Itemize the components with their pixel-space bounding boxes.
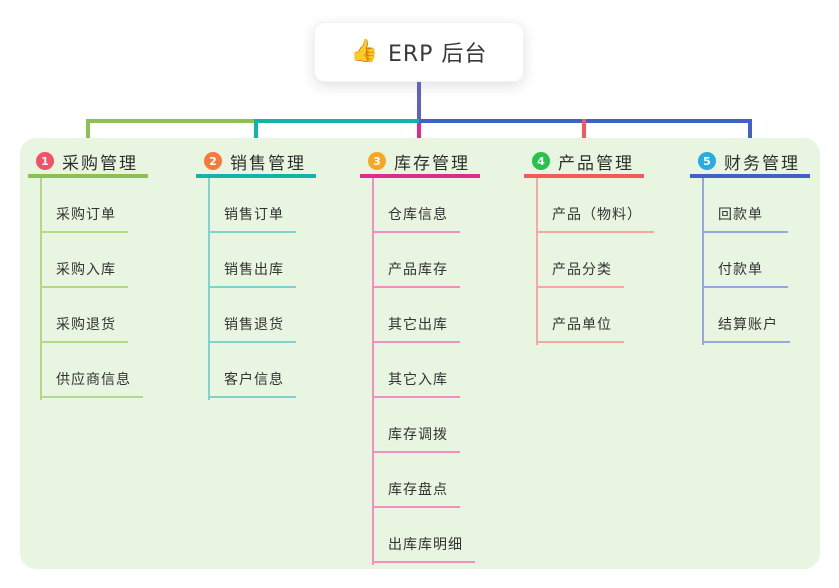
branch-finance: 5 财务管理 回款单 付款单 结算账户 <box>690 148 810 345</box>
child-node-warehouse-info[interactable]: 仓库信息 <box>372 178 460 233</box>
child-node-product-category[interactable]: 产品分类 <box>536 233 624 288</box>
branch-header-purchase[interactable]: 1 采购管理 <box>28 148 148 178</box>
child-node-product-unit[interactable]: 产品单位 <box>536 288 624 343</box>
child-node-stock-count[interactable]: 库存盘点 <box>372 453 460 508</box>
child-node-supplier-info[interactable]: 供应商信息 <box>40 343 143 398</box>
child-node-sales-outbound[interactable]: 销售出库 <box>208 233 296 288</box>
child-node-product-stock[interactable]: 产品库存 <box>372 233 460 288</box>
child-node-purchase-inbound[interactable]: 采购入库 <box>40 233 128 288</box>
number-badge-icon: 4 <box>532 152 550 170</box>
child-node-product-material[interactable]: 产品（物料） <box>536 178 654 233</box>
number-badge-icon: 5 <box>698 152 716 170</box>
branch-label: 采购管理 <box>62 153 138 174</box>
root-stem-line <box>417 82 421 123</box>
child-node-sales-order[interactable]: 销售订单 <box>208 178 296 233</box>
child-node-purchase-order[interactable]: 采购订单 <box>40 178 128 233</box>
branch-header-finance[interactable]: 5 财务管理 <box>690 148 810 178</box>
branch-header-product[interactable]: 4 产品管理 <box>524 148 644 178</box>
branch-sales: 2 销售管理 销售订单 销售出库 销售退货 客户信息 <box>196 148 316 400</box>
children-connector-line <box>40 178 42 400</box>
branch-label: 销售管理 <box>230 153 306 174</box>
child-node-receipt-order[interactable]: 回款单 <box>702 178 788 233</box>
trunk-line-sales <box>254 119 421 123</box>
branch-label: 财务管理 <box>724 153 800 174</box>
children-connector-line <box>372 178 374 565</box>
children-connector-line <box>536 178 538 345</box>
branch-header-inventory[interactable]: 3 库存管理 <box>360 148 480 178</box>
branches-panel <box>20 138 820 569</box>
branch-label: 库存管理 <box>394 153 470 174</box>
child-node-customer-info[interactable]: 客户信息 <box>208 343 296 398</box>
child-node-sales-return[interactable]: 销售退货 <box>208 288 296 343</box>
children-connector-line <box>208 178 210 400</box>
trunk-line-purchase <box>86 119 256 123</box>
root-node-label: ERP 后台 <box>387 42 488 67</box>
branch-product: 4 产品管理 产品（物料） 产品分类 产品单位 <box>524 148 654 345</box>
child-node-other-inbound[interactable]: 其它入库 <box>372 343 460 398</box>
children-connector-line <box>702 178 704 345</box>
child-node-settlement-account[interactable]: 结算账户 <box>702 288 790 343</box>
number-badge-icon: 1 <box>36 152 54 170</box>
branch-purchase: 1 采购管理 采购订单 采购入库 采购退货 供应商信息 <box>28 148 148 400</box>
child-node-payment-order[interactable]: 付款单 <box>702 233 788 288</box>
branch-inventory: 3 库存管理 仓库信息 产品库存 其它出库 其它入库 库存调拨 库存盘点 出库库… <box>360 148 480 565</box>
root-node-erp[interactable]: 👍 ERP 后台 <box>314 22 524 82</box>
branch-label: 产品管理 <box>558 153 634 174</box>
child-node-other-outbound[interactable]: 其它出库 <box>372 288 460 343</box>
branch-header-sales[interactable]: 2 销售管理 <box>196 148 316 178</box>
number-badge-icon: 3 <box>368 152 386 170</box>
thumbs-up-icon: 👍 <box>350 39 378 64</box>
child-node-purchase-return[interactable]: 采购退货 <box>40 288 128 343</box>
number-badge-icon: 2 <box>204 152 222 170</box>
child-node-stock-transfer[interactable]: 库存调拨 <box>372 398 460 453</box>
child-node-outbound-detail[interactable]: 出库库明细 <box>372 508 475 563</box>
